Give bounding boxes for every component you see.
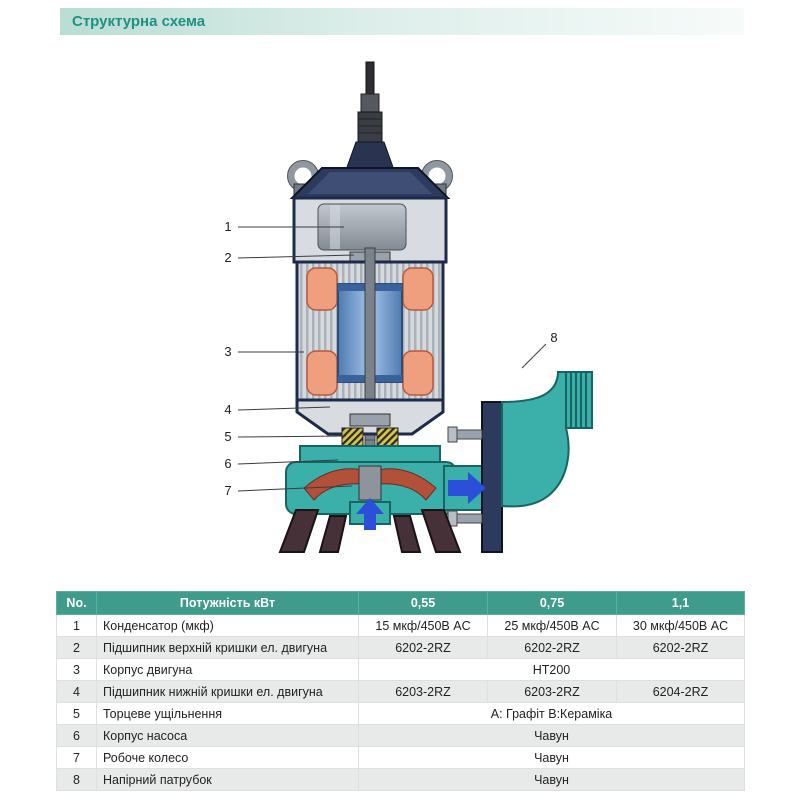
table-header-cell-055: 0,55 [358,591,488,615]
cell-no: 6 [56,724,97,747]
cell-value: Чавун [358,768,745,791]
callout-6: 6 [224,456,231,471]
table-row: 3 Корпус двигуна HT200 [56,658,745,681]
callout-5: 5 [224,429,231,444]
cell-value: 30 мкф/450В AC [616,614,745,637]
callout-1: 1 [224,219,231,234]
table-row: 7 Робоче колесо Чавун [56,746,745,769]
base-stand [278,509,462,553]
cell-name: Напірний патрубок [96,768,359,791]
cell-value: 25 мкф/450В AC [487,614,617,637]
cell-name: Підшипник нижній кришки ел. двигуна [96,680,359,703]
callout-3: 3 [224,344,231,359]
outlet-threads [565,372,587,428]
callout-lines [237,226,547,492]
cell-value: Чавун [358,746,745,769]
cell-no: 5 [56,702,97,725]
cell-no: 7 [56,746,97,769]
cell-value: А: Графіт В:Кераміка [358,702,745,725]
cell-name: Торцеве ущільнення [96,702,359,725]
flow-arrow-right [448,472,486,504]
section-header: Структурна схема [60,8,744,35]
table-row: 4 Підшипник нижній кришки ел. двигуна 62… [56,680,745,703]
cell-value: 6204-2RZ [616,680,745,703]
table-header-cell-no: No. [56,591,97,615]
impeller [303,465,437,501]
cell-name: Конденсатор (мкф) [96,614,359,637]
cell-value: 15 мкф/450В AC [358,614,488,637]
table-row: 6 Корпус насоса Чавун [56,724,745,747]
page-title: Структурна схема [72,13,206,30]
cell-value: 6203-2RZ [358,680,488,703]
mechanical-seal [341,427,399,451]
spec-table: No. Потужність кВт 0,55 0,75 1,1 1 Конде… [56,591,745,791]
discharge-pipe [501,371,593,508]
cell-no: 8 [56,768,97,791]
cell-value: 6202-2RZ [616,636,745,659]
table-header-row: No. Потужність кВт 0,55 0,75 1,1 [56,591,745,615]
callout-8: 8 [550,330,557,345]
cell-value: 6203-2RZ [487,680,617,703]
flange-bolt-bottom [455,513,483,524]
table-row: 5 Торцеве ущільнення А: Графіт В:Керамік… [56,702,745,725]
table-row: 2 Підшипник верхній кришки ел. двигуна 6… [56,636,745,659]
cell-name: Корпус двигуна [96,658,359,681]
stator-windings [306,267,434,396]
cell-no: 4 [56,680,97,703]
callout-7: 7 [224,483,231,498]
callout-2: 2 [224,250,231,265]
flow-arrow-up [356,498,384,530]
table-header-cell-power: Потужність кВт [96,591,359,615]
cell-value: Чавун [358,724,745,747]
table-row: 1 Конденсатор (мкф) 15 мкф/450В AC 25 мк… [56,614,745,637]
cell-no: 1 [56,614,97,637]
table-row: 8 Напірний патрубок Чавун [56,768,745,791]
cell-no: 2 [56,636,97,659]
cell-name: Підшипник верхній кришки ел. двигуна [96,636,359,659]
motor-top-cover [289,167,451,199]
cable-gland [345,141,395,171]
cell-no: 3 [56,658,97,681]
table-header-cell-11: 1,1 [616,591,745,615]
callout-labels: 1 2 3 4 5 6 7 8 [224,219,557,498]
cell-value: 6202-2RZ [358,636,488,659]
cell-name: Корпус насоса [96,724,359,747]
power-cable [345,61,395,171]
callout-4: 4 [224,402,231,417]
cell-name: Робоче колесо [96,746,359,769]
flange-bolt-top [455,429,483,440]
lower-bearing [349,413,391,427]
cell-value: 6202-2RZ [487,636,617,659]
pump-diagram: 1 2 3 4 5 6 7 8 [224,61,593,553]
table-header-cell-075: 0,75 [487,591,617,615]
cell-value: HT200 [358,658,745,681]
flow-arrows [356,472,486,530]
